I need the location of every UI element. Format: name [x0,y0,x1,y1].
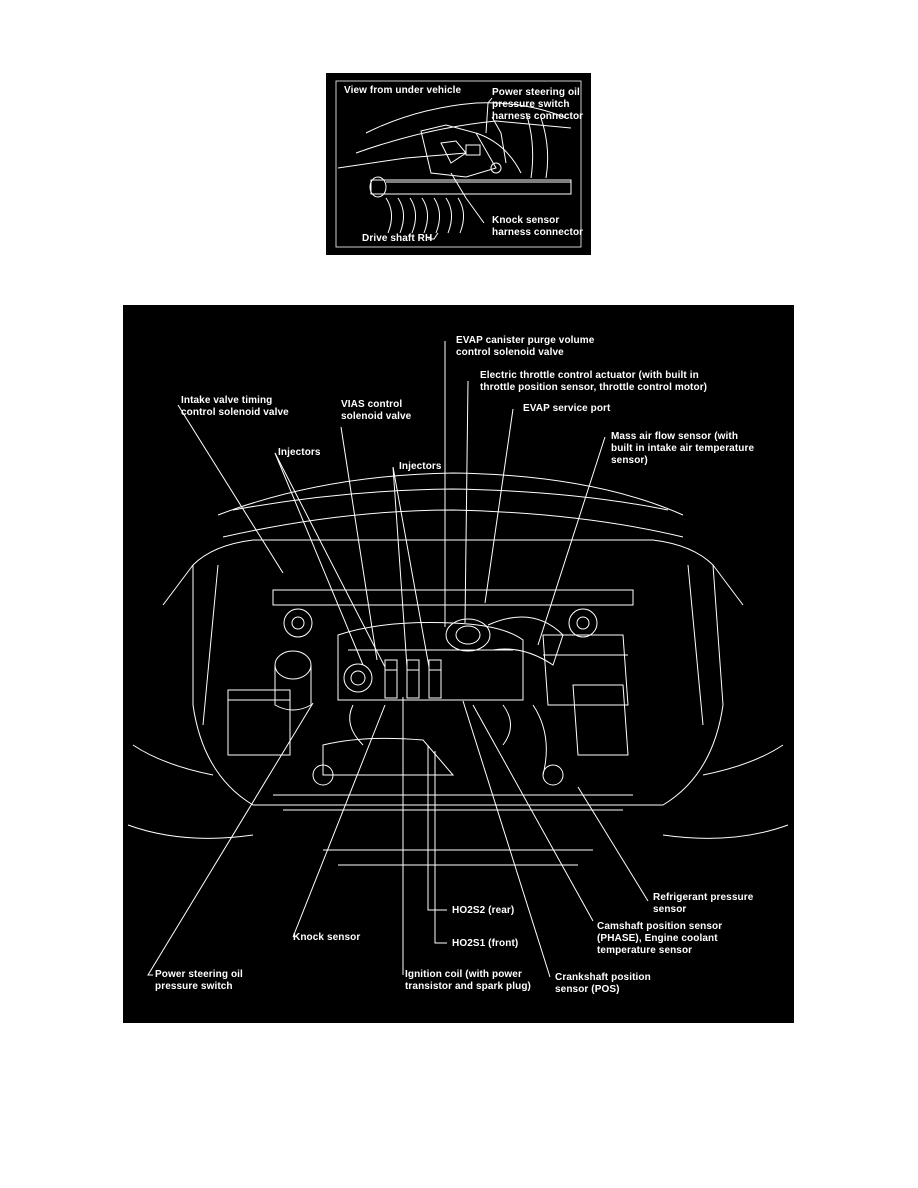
label-ho2s1: HO2S1 (front) [452,938,519,949]
label-evap-purge-valve: EVAP canister purge volume control solen… [456,335,595,358]
inset-leader-lines [428,97,507,240]
label-vias-valve: VIAS control solenoid valve [341,399,412,422]
label-injectors-center: Injectors [399,461,442,472]
label-crankshaft-sensor: Crankshaft position sensor (POS) [555,972,651,995]
label-mass-air-flow-sensor: Mass air flow sensor (with built in inta… [611,431,755,466]
label-evap-service-port: EVAP service port [523,403,611,414]
leader-lines [147,341,649,978]
label-intake-valve-timing: Intake valve timing control solenoid val… [181,395,289,418]
label-ps-switch: Power steering oil pressure switch [155,969,243,992]
inset-under-vehicle-view: View from under vehicle Power steering o… [326,73,591,255]
label-throttle-actuator: Electric throttle control actuator (with… [480,370,708,393]
label-ps-harness-connector: Power steering oil pressure switch harne… [492,87,584,122]
label-ignition-coil: Ignition coil (with power transistor and… [405,969,531,992]
label-refrigerant-sensor: Refrigerant pressure sensor [653,892,754,915]
label-camshaft-sensor: Camshaft position sensor (PHASE), Engine… [597,921,723,956]
label-drive-shaft: Drive shaft RH [362,233,433,244]
inset-drawing [335,80,582,248]
inset-title: View from under vehicle [344,85,462,96]
engine-drawing [127,472,789,866]
label-ho2s2: HO2S2 (rear) [452,905,515,916]
engine-compartment-diagram: EVAP canister purge volume control solen… [123,305,794,1023]
label-injectors-left: Injectors [278,447,321,458]
label-knock-sensor: Knock sensor [293,932,361,943]
label-knock-harness-connector: Knock sensor harness connector [492,215,584,238]
